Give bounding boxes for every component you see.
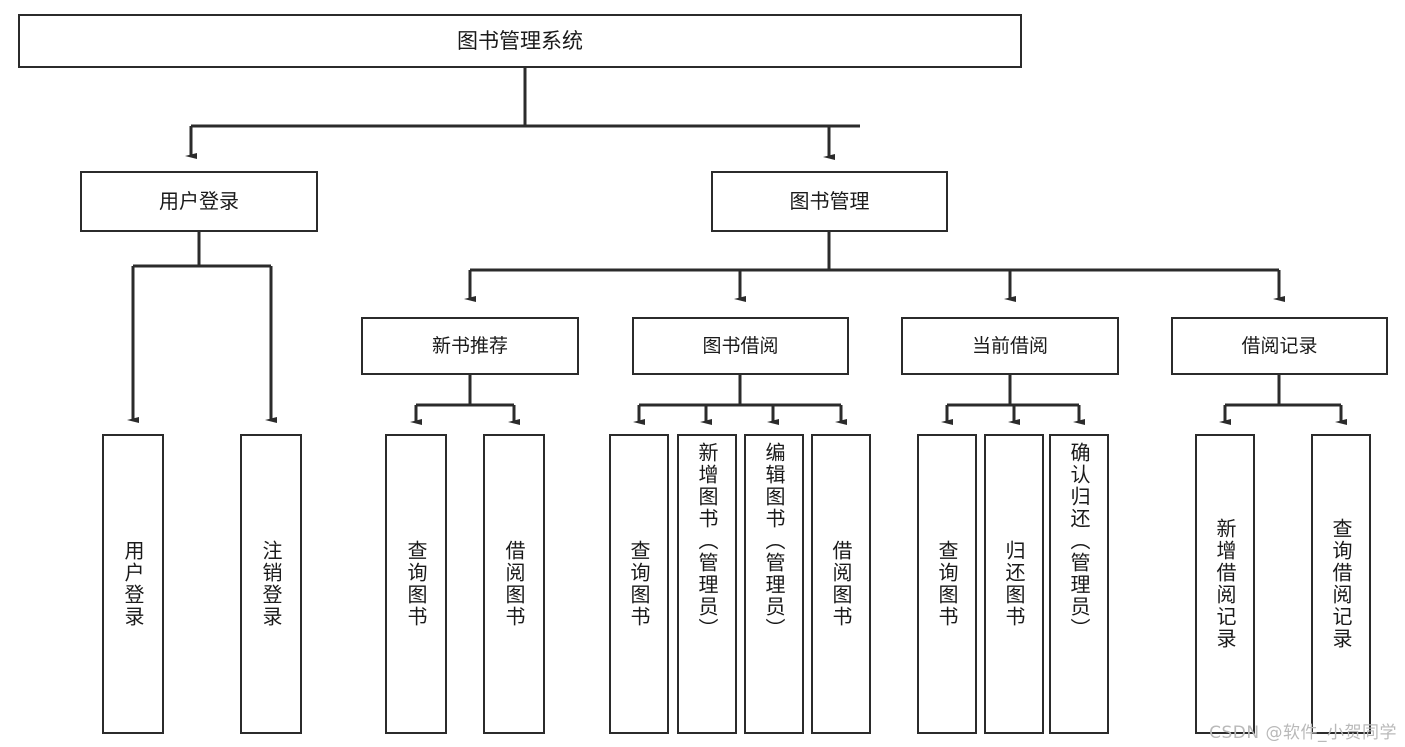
node-book-borrow-label: 图书借阅	[702, 334, 779, 357]
node-root-book-management-system[interactable]: 图书管理系统	[18, 14, 1022, 68]
leaf-new-book-borrow-book[interactable]: 借阅图书	[483, 434, 545, 734]
watermark-text: CSDN @软件_小贺同学	[1209, 723, 1397, 743]
leaf-label: 借阅图书	[829, 540, 853, 628]
node-new-book-recommend-label: 新书推荐	[431, 334, 508, 357]
node-borrow-record[interactable]: 借阅记录	[1171, 317, 1388, 375]
leaf-book-borrow-borrow-book[interactable]: 借阅图书	[811, 434, 871, 734]
leaf-user-login-login[interactable]: 用户登录	[102, 434, 164, 734]
leaf-label: 编辑图书（管理员）	[762, 442, 786, 640]
leaf-new-book-query-book[interactable]: 查询图书	[385, 434, 447, 734]
node-book-borrow[interactable]: 图书借阅	[632, 317, 849, 375]
leaf-borrow-record-query-record[interactable]: 查询借阅记录	[1311, 434, 1371, 734]
node-borrow-record-label: 借阅记录	[1241, 334, 1318, 357]
node-current-borrow-label: 当前借阅	[971, 334, 1048, 357]
node-current-borrow[interactable]: 当前借阅	[901, 317, 1119, 375]
leaf-label: 注销登录	[259, 540, 283, 628]
leaf-label: 借阅图书	[502, 540, 526, 628]
leaf-borrow-record-add-record[interactable]: 新增借阅记录	[1195, 434, 1255, 734]
node-root-label: 图书管理系统	[457, 28, 583, 53]
node-user-login[interactable]: 用户登录	[80, 171, 318, 232]
leaf-label: 新增图书（管理员）	[695, 442, 719, 640]
leaf-current-borrow-confirm-return-admin[interactable]: 确认归还（管理员）	[1049, 434, 1109, 734]
node-book-management[interactable]: 图书管理	[711, 171, 948, 232]
leaf-label: 用户登录	[121, 540, 145, 628]
leaf-current-borrow-query-book[interactable]: 查询图书	[917, 434, 977, 734]
leaf-label: 确认归还（管理员）	[1067, 442, 1091, 640]
leaf-label: 查询图书	[627, 540, 651, 628]
leaf-book-borrow-query-book[interactable]: 查询图书	[609, 434, 669, 734]
leaf-book-borrow-add-book-admin[interactable]: 新增图书（管理员）	[677, 434, 737, 734]
leaf-label: 新增借阅记录	[1213, 518, 1237, 650]
leaf-label: 归还图书	[1002, 540, 1026, 628]
leaf-label: 查询图书	[404, 540, 428, 628]
leaf-book-borrow-edit-book-admin[interactable]: 编辑图书（管理员）	[744, 434, 804, 734]
leaf-current-borrow-return-book[interactable]: 归还图书	[984, 434, 1044, 734]
node-new-book-recommend[interactable]: 新书推荐	[361, 317, 579, 375]
leaf-label: 查询借阅记录	[1329, 518, 1353, 650]
leaf-user-login-logout[interactable]: 注销登录	[240, 434, 302, 734]
node-user-login-label: 用户登录	[159, 188, 239, 213]
leaf-label: 查询图书	[935, 540, 959, 628]
node-book-management-label: 图书管理	[789, 188, 870, 213]
